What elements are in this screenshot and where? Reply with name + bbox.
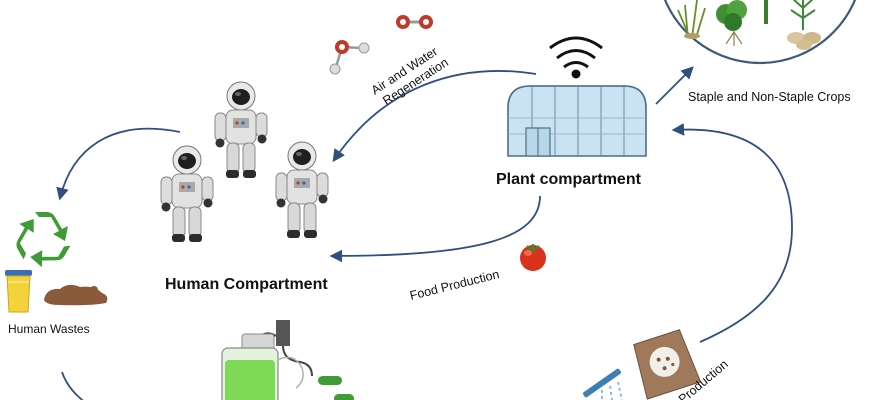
arrow-plant-to-human-food bbox=[329, 195, 541, 263]
plant-compartment-label: Plant compartment bbox=[496, 171, 642, 188]
recycle-icon bbox=[16, 212, 71, 268]
oxygen-molecule-icon bbox=[396, 15, 433, 29]
crops-label: Staple and Non-Staple Crops bbox=[688, 90, 851, 104]
bioreactor-icon bbox=[221, 320, 313, 400]
arrow-production-to-plant bbox=[671, 123, 793, 343]
tomato-icon bbox=[520, 244, 546, 271]
microbe-icon bbox=[318, 376, 354, 400]
food-production-label: Food Production bbox=[408, 267, 500, 303]
greenhouse-icon bbox=[507, 85, 647, 157]
wifi-icon bbox=[549, 36, 603, 79]
crops-icon bbox=[677, 0, 821, 50]
feces-icon bbox=[44, 284, 108, 306]
arrow-wastes-to-bioreactor bbox=[61, 371, 84, 400]
air-water-label: Air and Water Regeneration bbox=[369, 44, 451, 108]
water-molecule-icon bbox=[329, 40, 370, 75]
human-compartment-label: Human Compartment bbox=[165, 276, 328, 293]
sprinkler-icon bbox=[583, 368, 623, 400]
human-wastes-label: Human Wastes bbox=[8, 322, 90, 336]
astronaut-icon bbox=[160, 145, 214, 243]
crops-circle bbox=[663, 0, 857, 65]
arrow-plant-to-human-air bbox=[332, 70, 537, 163]
arrow-human-to-wastes bbox=[56, 127, 181, 201]
astronaut-icon bbox=[275, 141, 329, 239]
fertilizer-bag-icon bbox=[633, 329, 702, 400]
urine-cup-icon bbox=[5, 270, 32, 313]
arrow-greenhouse-to-crops bbox=[655, 66, 694, 105]
astronaut-icon bbox=[214, 81, 268, 179]
